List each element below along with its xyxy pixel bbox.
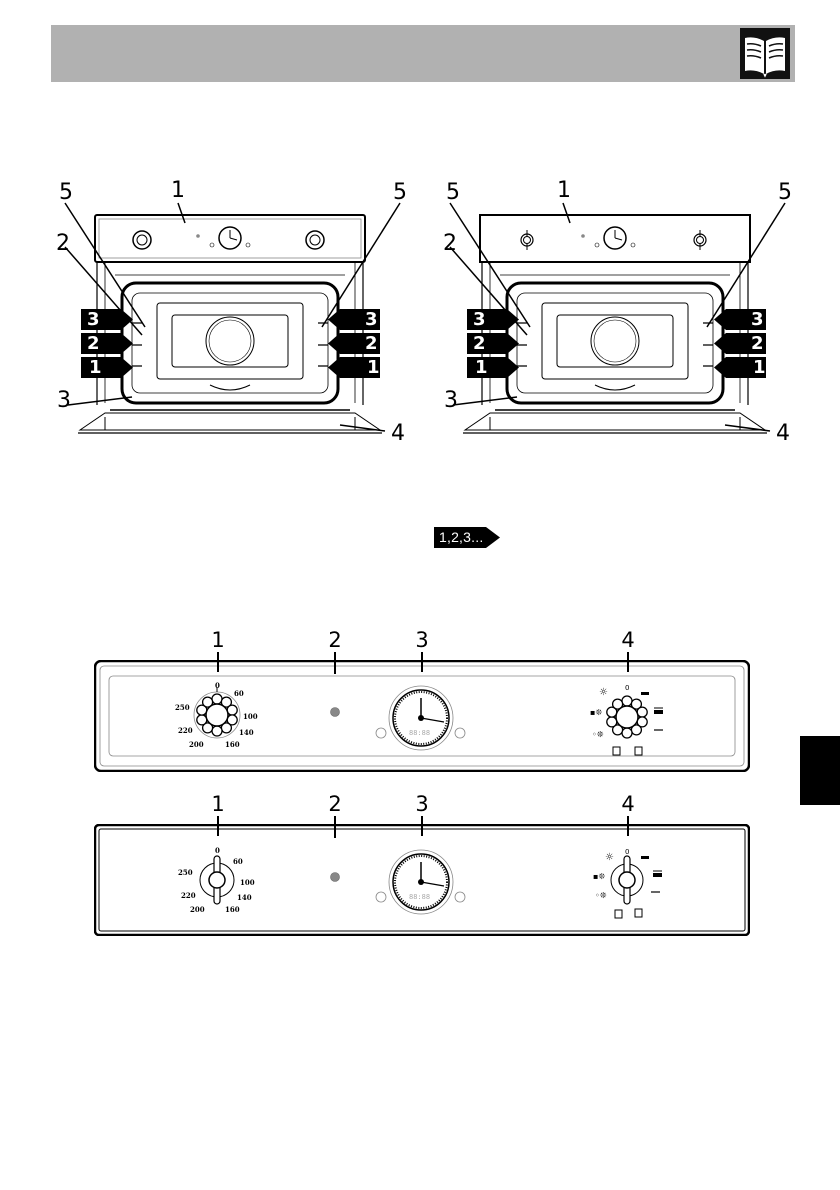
sequence-badge: 1,2,3... <box>434 527 500 548</box>
temp-label: 0 <box>215 846 220 855</box>
panel-label-indicator-light: 2 <box>328 792 342 816</box>
section-header-bar <box>51 25 795 82</box>
oven-front-figure-right <box>445 185 795 450</box>
callout-fan-cover-left: 5 <box>59 180 73 205</box>
callout-fan-cover-right: 5 <box>393 180 407 205</box>
svg-text:◦❊: ◦❊ <box>592 730 604 739</box>
callout-control-panel: 1 <box>557 178 571 203</box>
svg-text:▪❊: ▪❊ <box>590 708 602 717</box>
temp-label: 250 <box>178 868 193 877</box>
temp-label: 100 <box>243 712 258 721</box>
shelf-tag-1-right: 1 <box>322 357 380 378</box>
callout-fan-cover-right: 5 <box>778 180 792 205</box>
svg-text:▪❊: ▪❊ <box>593 872 605 881</box>
open-book-icon <box>740 28 790 79</box>
temp-label: 60 <box>234 689 244 698</box>
leader-line <box>334 652 336 674</box>
panel-label-function-knob: 4 <box>621 792 635 816</box>
shelf-tag-1-right: 1 <box>708 357 766 378</box>
panel-label-clock: 3 <box>415 792 429 816</box>
sequence-badge-label: 1,2,3... <box>439 529 484 545</box>
chapter-tab <box>800 736 840 805</box>
callout-seal: 3 <box>57 388 71 413</box>
callout-control-panel: 1 <box>171 178 185 203</box>
shelf-tag-1-left: 1 <box>81 357 133 378</box>
leader-line <box>627 652 629 672</box>
temp-label: 200 <box>189 740 204 749</box>
control-panel-figure-1: 88:88 0 ☼ ▪❊ ◦❊ <box>94 660 750 772</box>
panel-label-clock: 3 <box>415 628 429 652</box>
shelf-tag-3-left: 3 <box>81 309 133 330</box>
callout-fan-cover-left: 5 <box>446 180 460 205</box>
shelf-tag-2-right: 2 <box>322 333 380 354</box>
svg-text:☼: ☼ <box>599 687 608 698</box>
temp-label: 60 <box>233 857 243 866</box>
temp-label: 220 <box>178 726 193 735</box>
shelf-tag-3-right: 3 <box>322 309 380 330</box>
leader-line <box>217 816 219 836</box>
panel-label-thermostat: 1 <box>211 628 225 652</box>
temp-label: 0 <box>215 681 220 690</box>
temp-label: 220 <box>181 891 196 900</box>
svg-text:◦❊: ◦❊ <box>595 891 607 900</box>
shelf-tag-2-right: 2 <box>708 333 766 354</box>
panel-label-function-knob: 4 <box>621 628 635 652</box>
shelf-tag-1-left: 1 <box>467 357 519 378</box>
leader-line <box>627 816 629 836</box>
callout-seal: 3 <box>444 388 458 413</box>
shelf-tag-3-left: 3 <box>467 309 519 330</box>
callout-shelf-guides: 2 <box>443 231 457 256</box>
temp-label: 160 <box>225 905 240 914</box>
temp-label: 250 <box>175 703 190 712</box>
leader-line <box>421 652 423 672</box>
svg-text:88:88: 88:88 <box>409 729 430 737</box>
callout-door: 4 <box>391 421 405 446</box>
callout-door: 4 <box>776 421 790 446</box>
shelf-tag-2-left: 2 <box>81 333 133 354</box>
shelf-tag-2-left: 2 <box>467 333 519 354</box>
oven-front-figure-left <box>60 185 410 450</box>
control-panel-figure-2: 88:88 0 ☼ ▪❊ ◦❊ <box>94 824 750 936</box>
temp-label: 160 <box>225 740 240 749</box>
panel-label-thermostat: 1 <box>211 792 225 816</box>
svg-text:☼: ☼ <box>605 852 614 863</box>
temp-label: 100 <box>240 878 255 887</box>
leader-line <box>421 816 423 836</box>
temp-label: 140 <box>237 893 252 902</box>
panel-label-indicator-light: 2 <box>328 628 342 652</box>
svg-text:0: 0 <box>625 684 629 692</box>
svg-text:88:88: 88:88 <box>409 893 430 901</box>
shelf-tag-3-right: 3 <box>708 309 766 330</box>
leader-line <box>217 652 219 672</box>
svg-text:0: 0 <box>625 848 629 856</box>
leader-line <box>334 816 336 838</box>
callout-shelf-guides: 2 <box>56 231 70 256</box>
temp-label: 200 <box>190 905 205 914</box>
temp-label: 140 <box>239 728 254 737</box>
